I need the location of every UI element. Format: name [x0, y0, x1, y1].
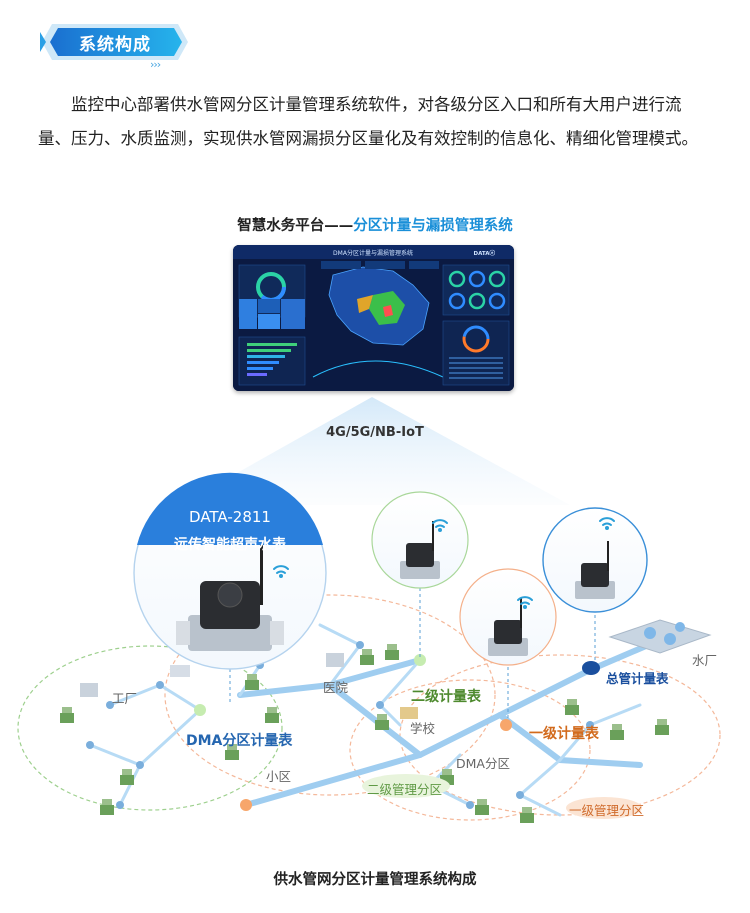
- signal-beam: [180, 397, 570, 505]
- secondary-zone-label-bg: [362, 774, 450, 798]
- label-residential: 小区: [266, 769, 292, 784]
- wifi-icon: [273, 565, 289, 578]
- meter-node-main: [582, 661, 600, 675]
- label-dma-meter: DMA分区计量表: [186, 733, 293, 749]
- network-diagram: [17, 397, 721, 823]
- label-hospital: 医院: [323, 680, 349, 695]
- meter-node-dma: [194, 704, 206, 716]
- screen-brand: DATAⓔ: [474, 249, 496, 257]
- wifi-icon: [432, 519, 448, 532]
- network-label: 4G/5G/NB-IoT: [326, 425, 424, 440]
- label-secondary-zone: 二级管理分区: [367, 782, 443, 797]
- section-badge: [40, 24, 188, 60]
- wifi-icon: [599, 517, 615, 530]
- school-building-icon: [400, 707, 418, 719]
- meter-node-primary: [240, 799, 252, 811]
- figure-caption: 供水管网分区计量管理系统构成: [273, 872, 477, 888]
- meter-node-secondary: [414, 654, 426, 666]
- label-factory: 工厂: [112, 691, 138, 706]
- label-dma-zone: DMA分区: [456, 756, 510, 771]
- primary-zone-label-bg: [566, 797, 642, 819]
- meter-device-primary: [488, 598, 528, 656]
- secondary-meter-bubble: [371, 491, 469, 589]
- waterworks-icon: [608, 619, 712, 654]
- meter-node-primary-2: [500, 719, 512, 731]
- chevron-right-icon: ›››: [150, 58, 161, 71]
- label-waterworks: 水厂: [692, 653, 718, 668]
- label-secondary-meter: 二级计量表: [411, 689, 481, 705]
- label-main-meter: 总管计量表: [606, 671, 669, 686]
- meter-device-secondary: [400, 521, 440, 579]
- featured-meter-banner: [137, 472, 323, 545]
- meter-name: 远传智能超声水表: [174, 537, 286, 553]
- main-meter-bubble: [542, 507, 648, 613]
- meter-device-large: [176, 545, 284, 651]
- meter-device-main: [575, 541, 615, 599]
- dashboard-illustration: DMA分区计量与漏损管理系统 DATAⓔ: [233, 245, 514, 391]
- zone-outline-center: [164, 594, 496, 796]
- zone-outline-left: [17, 645, 283, 811]
- hospital-building-icon: [326, 653, 344, 667]
- label-primary-meter: 一级计量表: [529, 726, 599, 742]
- wifi-icon: [517, 596, 533, 609]
- platform-title: 智慧水务平台——分区计量与漏损管理系统: [0, 214, 750, 235]
- intro-paragraph: 监控中心部署供水管网分区计量管理系统软件，对各级分区入口和所有大用户进行流量、压…: [38, 95, 698, 148]
- label-school: 学校: [410, 721, 436, 736]
- platform-title-accent: 分区计量与漏损管理系统: [353, 218, 513, 234]
- building-icons: [60, 619, 712, 823]
- label-primary-zone: 一级管理分区: [569, 803, 645, 818]
- primary-meter-bubble: [459, 568, 557, 666]
- platform-title-prefix: 智慧水务平台——: [237, 218, 354, 234]
- factory-building-icon: [80, 683, 98, 697]
- screen-title: DMA分区计量与漏损管理系统: [333, 249, 413, 257]
- dashboard-screen: DMA分区计量与漏损管理系统 DATAⓔ: [233, 245, 514, 391]
- zone-outline-dma: [349, 679, 591, 821]
- section-title: 系统构成: [79, 35, 151, 55]
- zone-outline-primary: [399, 654, 721, 816]
- meter-model: DATA-2811: [189, 508, 271, 526]
